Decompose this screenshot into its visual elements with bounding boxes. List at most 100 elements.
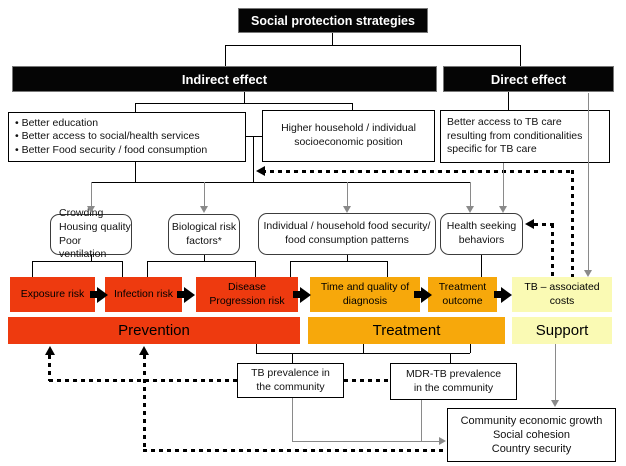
- diagram-title: Social protection strategies: [251, 13, 415, 28]
- connector-line: [470, 182, 471, 209]
- connector-line: [91, 255, 92, 261]
- feedback-dashed-line: [48, 355, 51, 381]
- feedback-dashed-line: [571, 170, 574, 277]
- connector-line: [256, 344, 257, 353]
- community-outcomes-box: Community economic growth Social cohesio…: [447, 408, 616, 462]
- tb-costs-label: TB – associated: [524, 281, 600, 294]
- feedback-dashed-line: [344, 379, 390, 382]
- crowding-text: Housing quality: [59, 220, 131, 233]
- feedback-dashed-line: [143, 449, 447, 452]
- benefit-item: Better access to social/health services: [15, 130, 239, 144]
- infection-risk-box: Infection risk: [105, 277, 182, 312]
- flow-arrow: [97, 287, 108, 303]
- connector-line: [122, 261, 123, 277]
- mdr-tb-prevalence-text: in the community: [413, 381, 494, 394]
- connector-line: [470, 344, 471, 353]
- title-box: Social protection strategies: [238, 8, 428, 33]
- connector-line: [135, 103, 352, 104]
- flow-arrow: [300, 287, 311, 303]
- arrowhead-left: [256, 166, 265, 176]
- connector-line: [246, 136, 262, 137]
- treatment-outcome-label: outcome: [442, 294, 483, 307]
- benefit-item: Better education: [15, 117, 239, 131]
- connector-line: [225, 45, 226, 66]
- connector-line: [290, 261, 291, 277]
- arrowhead-down: [499, 206, 507, 213]
- crowding-text: Poor ventilation: [59, 234, 107, 261]
- prevention-bar: Prevention: [8, 317, 300, 344]
- connector-line: [91, 182, 92, 209]
- crowding-text: Crowding: [59, 207, 104, 220]
- arrowhead-right: [439, 437, 446, 445]
- community-outcome-text: Country security: [491, 443, 572, 456]
- connector-line: [363, 344, 364, 353]
- exposure-risk-box: Exposure risk: [10, 277, 95, 312]
- connector-line: [332, 33, 333, 45]
- direct-effect-bar: Direct effect: [443, 66, 614, 92]
- treatment-outcome-box: Treatment outcome: [428, 277, 497, 312]
- connector-line: [347, 182, 348, 209]
- diagnosis-label: diagnosis: [342, 294, 388, 307]
- arrowhead-left: [525, 219, 534, 229]
- connector-line: [244, 92, 245, 103]
- arrowhead-down: [584, 270, 592, 277]
- connector-line: [555, 344, 556, 402]
- indirect-effect-bar: Indirect effect: [12, 66, 437, 92]
- mdr-tb-prevalence-text: MDR-TB prevalence: [405, 367, 502, 380]
- connector-line: [503, 163, 504, 209]
- socioeconomic-box: Higher household / individual socioecono…: [262, 110, 435, 162]
- connector-line: [450, 353, 451, 363]
- connector-line: [32, 261, 33, 277]
- tb-costs-box: TB – associated costs: [512, 277, 612, 312]
- connector-line: [347, 255, 348, 261]
- tb-costs-label: costs: [549, 294, 575, 307]
- connector-line: [508, 92, 509, 110]
- arrowhead-up: [139, 346, 149, 355]
- infection-risk-label: Infection risk: [114, 287, 173, 300]
- support-bar: Support: [512, 317, 612, 344]
- tb-care-text: Better access to TB care: [447, 116, 562, 129]
- connector-line: [204, 255, 205, 261]
- tb-prevalence-text: TB prevalence in: [251, 366, 330, 379]
- arrowhead-down: [466, 206, 474, 213]
- community-outcome-text: Social cohesion: [492, 428, 571, 441]
- tb-prevalence-text: the community: [256, 380, 325, 393]
- flow-arrow: [177, 291, 185, 298]
- exposure-risk-label: Exposure risk: [20, 287, 85, 300]
- connector-line: [204, 182, 205, 209]
- feedback-dashed-line: [262, 170, 573, 173]
- connector-line: [292, 398, 293, 442]
- connector-line: [292, 353, 293, 363]
- treatment-outcome-label: Treatment: [438, 281, 487, 294]
- treatment-label: Treatment: [372, 322, 441, 339]
- biological-text: factors*: [186, 234, 222, 247]
- food-security-box: Individual / household food security/ fo…: [258, 213, 436, 255]
- diagnosis-label: Time and quality of: [320, 281, 410, 294]
- feedback-dashed-line: [551, 224, 554, 277]
- connector-line: [253, 136, 254, 182]
- socioeconomic-text: socioeconomic position: [294, 136, 403, 148]
- arrowhead-up: [45, 346, 55, 355]
- socioeconomic-text: Higher household / individual: [281, 122, 416, 135]
- food-security-text: Individual / household food security/: [263, 220, 431, 233]
- connector-line: [135, 162, 136, 182]
- connector-line: [225, 45, 520, 46]
- feedback-dashed-line: [534, 223, 554, 226]
- flow-arrow: [293, 291, 301, 298]
- health-seeking-text: Health seeking: [446, 220, 517, 233]
- flow-arrow: [421, 287, 432, 303]
- indirect-effect-label: Indirect effect: [181, 71, 268, 87]
- benefit-item: Better Food security / food consumption: [15, 144, 239, 158]
- flow-arrow: [90, 291, 98, 298]
- flow-arrow: [184, 287, 195, 303]
- connector-line: [147, 261, 148, 277]
- connector-line: [588, 93, 589, 270]
- disease-progression-box: Disease Progression risk: [196, 277, 298, 312]
- connector-line: [256, 353, 470, 354]
- treatment-bar: Treatment: [308, 317, 505, 344]
- crowding-box: Crowding Housing quality Poor ventilatio…: [50, 207, 132, 260]
- connector-line: [421, 400, 422, 442]
- arrowhead-down: [343, 206, 351, 213]
- connector-line: [135, 103, 136, 112]
